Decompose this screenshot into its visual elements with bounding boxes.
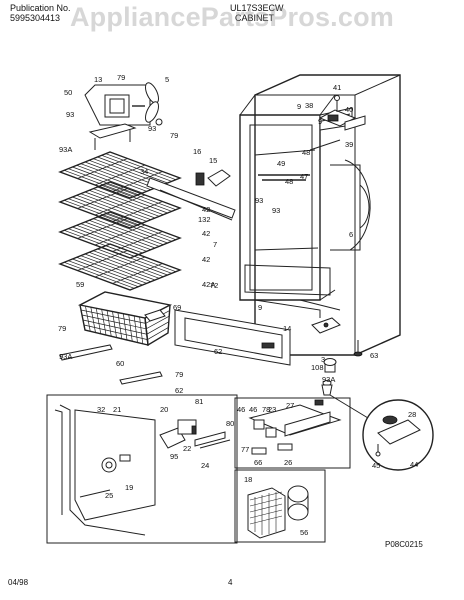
callout-number: 23: [268, 405, 276, 414]
callout-number: 56: [300, 528, 308, 537]
callout-number: 93: [66, 110, 74, 119]
callout-number: 77: [241, 445, 249, 454]
callout-number: 80: [226, 419, 234, 428]
wire-shelf: [58, 243, 182, 291]
wire-shelves: [58, 151, 182, 291]
publication-number: 5995304413: [10, 13, 61, 23]
callout-number: 48: [285, 177, 293, 186]
callout-number: 41: [333, 83, 341, 92]
callout-number: 79: [58, 324, 66, 333]
callout-number: 32: [97, 405, 105, 414]
callout-number: 44: [410, 460, 418, 469]
callout-number: 93: [272, 206, 280, 215]
top-bracket-assembly: [318, 95, 366, 131]
basket: [77, 291, 173, 347]
callout-number: 5: [165, 75, 169, 84]
liner-panel-detail-box: [46, 394, 238, 544]
callout-number: 81: [195, 397, 203, 406]
callout-number: 62: [214, 347, 222, 356]
callout-number: 93A: [59, 145, 72, 154]
callout-number: 42: [202, 205, 210, 214]
callout-number: 45: [372, 461, 380, 470]
callout-number: 93: [148, 124, 156, 133]
callout-number: 63: [370, 351, 378, 360]
callout-number: 9: [297, 102, 301, 111]
callout-number: 34: [140, 167, 148, 176]
callout-number: 93: [255, 196, 263, 205]
fan-motor-assembly: [84, 82, 163, 150]
callout-number: 93A: [59, 352, 72, 361]
switch-detail-box: [234, 397, 351, 469]
callout-number: 18: [244, 475, 252, 484]
page-number: 4: [228, 578, 233, 587]
callout-number: 46: [237, 405, 245, 414]
callout-number: 60: [116, 359, 124, 368]
callout-number: 72: [210, 281, 218, 290]
revision-date: 04/98: [8, 578, 29, 587]
callout-number: 9: [318, 117, 322, 126]
callout-number: 19: [125, 483, 133, 492]
callout-number: 78: [262, 405, 270, 414]
callout-number: 95: [170, 452, 178, 461]
callout-number: 42A: [202, 280, 215, 289]
callout-number: 38: [305, 101, 313, 110]
compressor-detail-box: [234, 469, 326, 543]
callout-number: 20: [160, 405, 168, 414]
callout-number: 48: [302, 148, 310, 157]
callout-number: 50: [64, 88, 72, 97]
callout-number: 69: [173, 303, 181, 312]
callout-number: 42: [202, 229, 210, 238]
callout-number: 108: [311, 363, 324, 372]
publication-label: Publication No.: [10, 3, 71, 13]
callout-number: 46: [249, 405, 257, 414]
callout-number: 93A: [322, 375, 335, 384]
switch-and-light-parts: [195, 169, 231, 187]
leveling-parts: [311, 317, 363, 396]
callout-number: 79: [170, 131, 178, 140]
callout-number: 49: [277, 159, 285, 168]
callout-number: 79: [175, 370, 183, 379]
callout-number: 25: [105, 491, 113, 500]
callout-number: 132: [198, 215, 211, 224]
wire-shelf: [58, 181, 182, 229]
callout-number: 21: [113, 405, 121, 414]
callout-number: 22: [183, 444, 191, 453]
basket-clip: [144, 309, 166, 322]
drawing-code: P08C0215: [385, 540, 423, 549]
callout-number: 42: [202, 255, 210, 264]
basket-rail-right: [119, 371, 163, 385]
model-number: UL17S3ECW: [230, 3, 284, 13]
callout-number: 39: [345, 140, 353, 149]
callout-number: 27: [286, 401, 294, 410]
callout-number: 59: [76, 280, 84, 289]
hinge-detail-circle: [329, 394, 434, 471]
callout-number: 26: [284, 458, 292, 467]
callout-number: 3: [321, 355, 325, 364]
shelf-rail: [146, 177, 236, 221]
section-title: CABINET: [235, 13, 275, 23]
callout-number: 62: [175, 386, 183, 395]
callout-number: 9: [258, 303, 262, 312]
callout-number: 79: [117, 73, 125, 82]
callout-number: 6: [349, 230, 353, 239]
callout-number: 13: [94, 75, 102, 84]
callout-number: 7: [213, 240, 217, 249]
callout-number: 28: [408, 410, 416, 419]
callout-number: 40: [345, 105, 353, 114]
callout-number: 24: [201, 461, 209, 470]
callout-number: 15: [209, 156, 217, 165]
callout-number: 66: [254, 458, 262, 467]
kick-plate: [174, 309, 291, 366]
callout-number: 14: [283, 324, 291, 333]
basket-rail-left: [59, 344, 113, 361]
callout-number: 47: [300, 172, 308, 181]
wire-shelf: [58, 151, 182, 199]
callout-number: 16: [193, 147, 201, 156]
